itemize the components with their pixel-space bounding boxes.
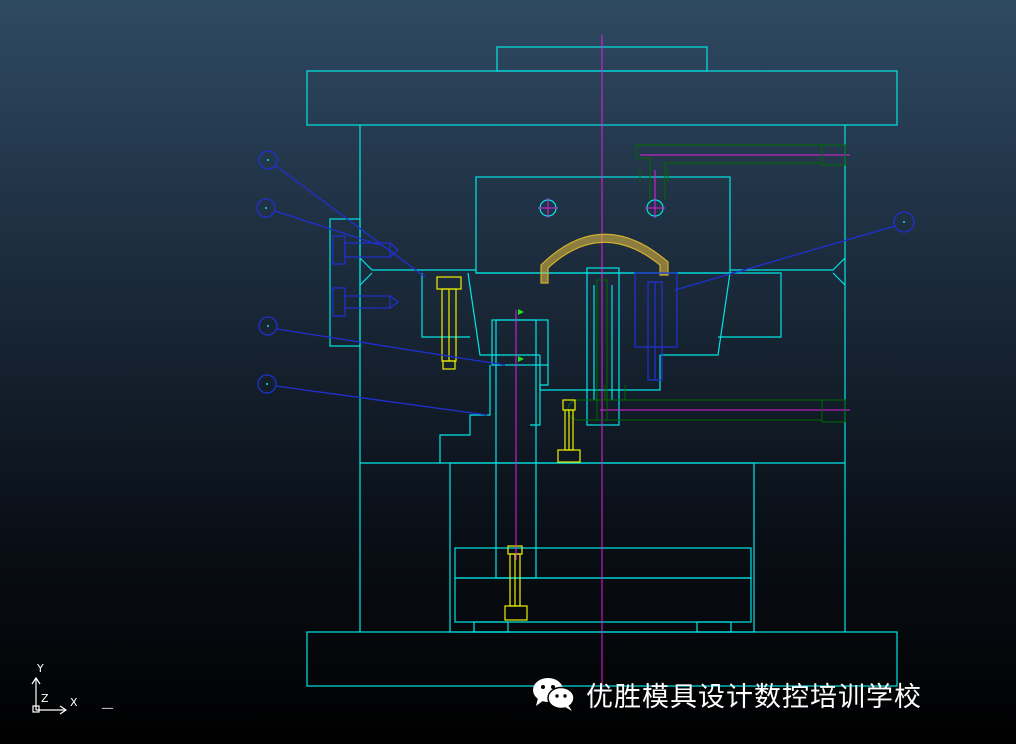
axis-z-label: Z [41,692,49,705]
ejector-retainer-plate[interactable] [454,547,752,579]
axis-y-label: Y [37,662,44,675]
callout-balloon-3[interactable] [258,316,278,336]
wechat-icon [533,678,575,711]
screws [436,276,581,621]
centerlines [538,35,850,690]
watermark-text: 优胜模具设计数控培训学校 [586,681,922,713]
coordinate-readout: __ [102,696,113,709]
hidden-lines [567,144,846,423]
cavity-insert[interactable] [475,176,731,274]
ucs-axis-icon [31,676,68,715]
callout-balloon-5[interactable] [893,211,915,233]
watermark: 优胜模具设计数控培训学校 [530,672,922,716]
callout-balloon-1[interactable] [258,150,278,170]
callout-balloon-2[interactable] [256,198,276,218]
markers [518,309,524,362]
slide-lifter[interactable] [634,272,678,381]
callout-leaders [256,150,915,416]
slide-screws [332,235,399,317]
axis-x-label: X [70,696,78,709]
callout-balloon-4[interactable] [257,374,277,394]
ejector-plate[interactable] [454,577,752,623]
product-part[interactable] [540,233,669,284]
